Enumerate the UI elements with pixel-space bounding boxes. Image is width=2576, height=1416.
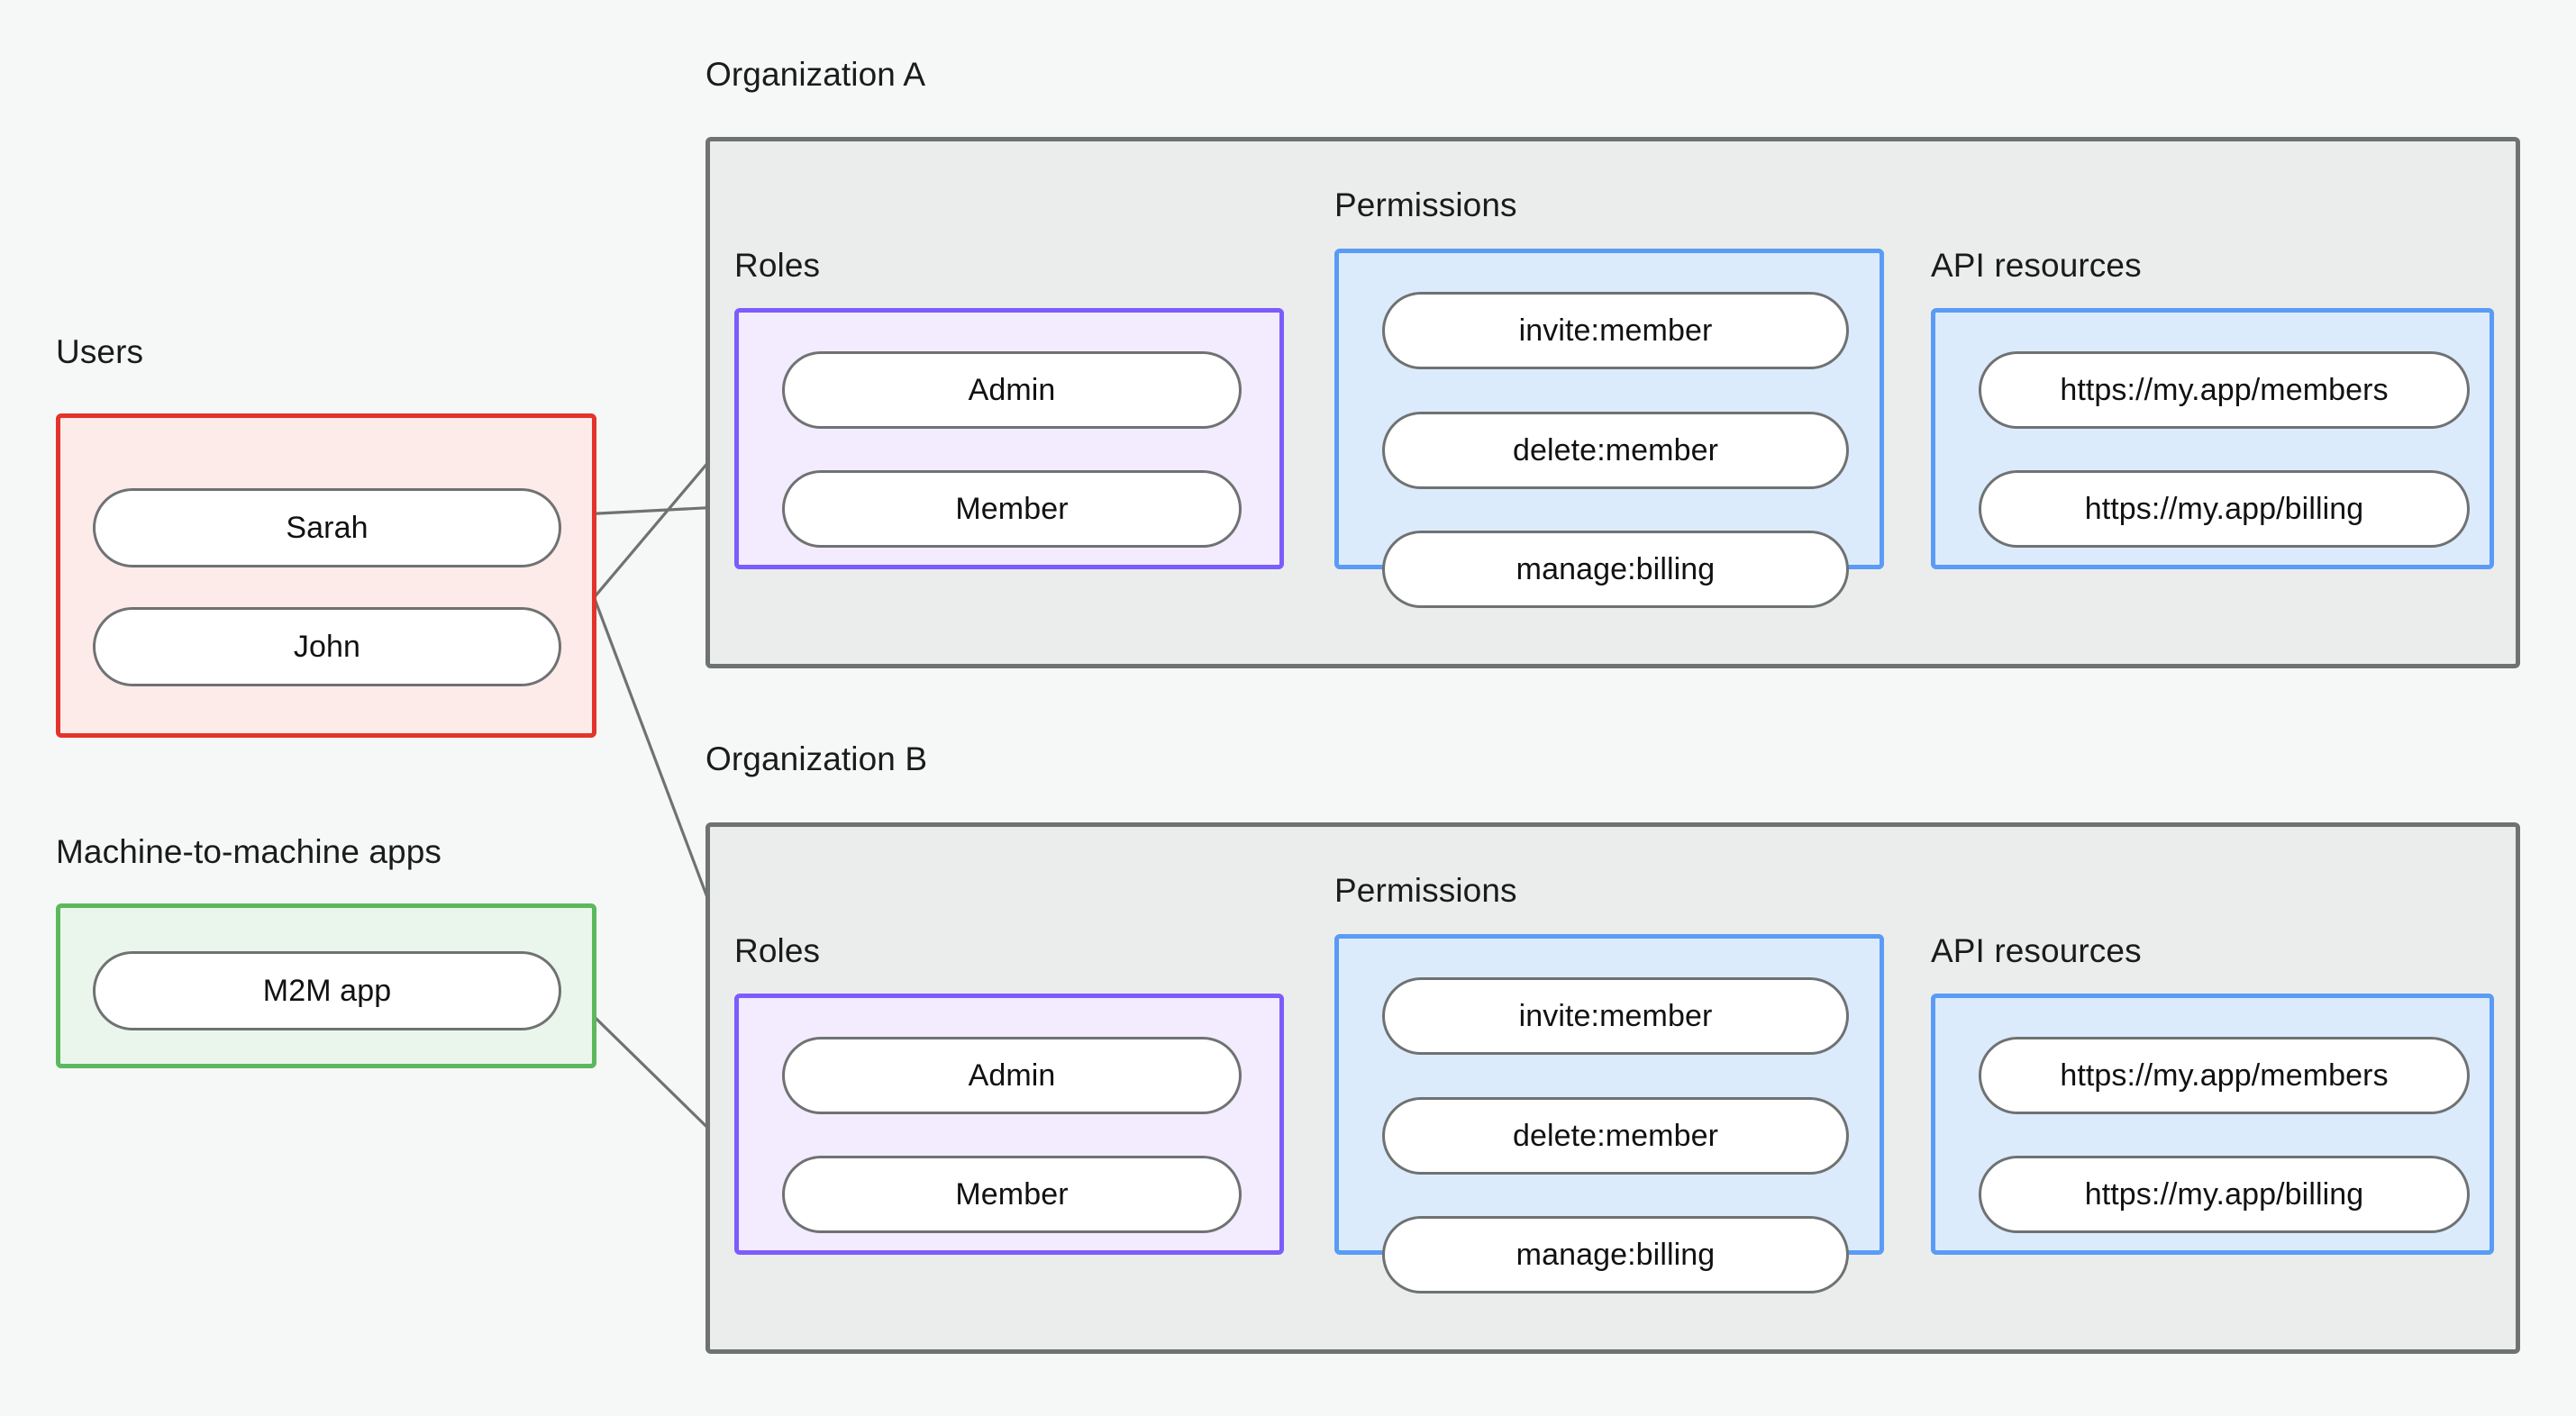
org-a-permissions-box: invite:member delete:member manage:billi… (1334, 249, 1884, 608)
org-b-roles-label: Roles (734, 932, 821, 969)
org-a-permission-manage-billing[interactable]: manage:billing (1382, 531, 1849, 608)
users-group-label: Users (56, 333, 144, 370)
org-b-api-resources-box: https://my.app/members https://my.app/bi… (1931, 994, 2494, 1255)
org-b-role-admin[interactable]: Admin (782, 1037, 1242, 1114)
org-a-roles-box: Admin Member (734, 308, 1284, 569)
org-a-role-admin[interactable]: Admin (782, 351, 1242, 429)
org-b-api-resource-members[interactable]: https://my.app/members (1979, 1037, 2470, 1114)
user-node-john[interactable]: John (93, 607, 561, 686)
m2m-group-box: M2M app (56, 903, 596, 1068)
m2m-node-app[interactable]: M2M app (93, 951, 561, 1030)
users-group-box: Sarah John (56, 413, 596, 738)
org-a-api-resource-billing[interactable]: https://my.app/billing (1979, 470, 2470, 548)
org-a-permissions-label: Permissions (1334, 186, 1517, 223)
organization-b-label: Organization B (705, 740, 928, 777)
organization-a-box: Roles Admin Member Permissions invite:me… (705, 137, 2520, 668)
org-a-role-member[interactable]: Member (782, 470, 1242, 548)
org-b-permissions-label: Permissions (1334, 872, 1517, 909)
org-a-api-resource-members[interactable]: https://my.app/members (1979, 351, 2470, 429)
org-b-api-resource-billing[interactable]: https://my.app/billing (1979, 1156, 2470, 1233)
org-a-permission-invite-member[interactable]: invite:member (1382, 292, 1849, 369)
org-b-permission-manage-billing[interactable]: manage:billing (1382, 1216, 1849, 1293)
org-a-api-resources-label: API resources (1931, 247, 2142, 284)
org-b-api-resources-label: API resources (1931, 932, 2142, 969)
user-node-sarah[interactable]: Sarah (93, 488, 561, 567)
org-b-roles-box: Admin Member (734, 994, 1284, 1255)
m2m-group-label: Machine-to-machine apps (56, 833, 442, 870)
org-b-permissions-box: invite:member delete:member manage:billi… (1334, 934, 1884, 1293)
organization-a-label: Organization A (705, 56, 926, 93)
org-b-role-member[interactable]: Member (782, 1156, 1242, 1233)
org-b-permission-invite-member[interactable]: invite:member (1382, 977, 1849, 1055)
org-a-api-resources-box: https://my.app/members https://my.app/bi… (1931, 308, 2494, 569)
org-a-permission-delete-member[interactable]: delete:member (1382, 412, 1849, 489)
organization-b-box: Roles Admin Member Permissions invite:me… (705, 822, 2520, 1354)
org-b-permission-delete-member[interactable]: delete:member (1382, 1097, 1849, 1175)
org-a-roles-label: Roles (734, 247, 821, 284)
